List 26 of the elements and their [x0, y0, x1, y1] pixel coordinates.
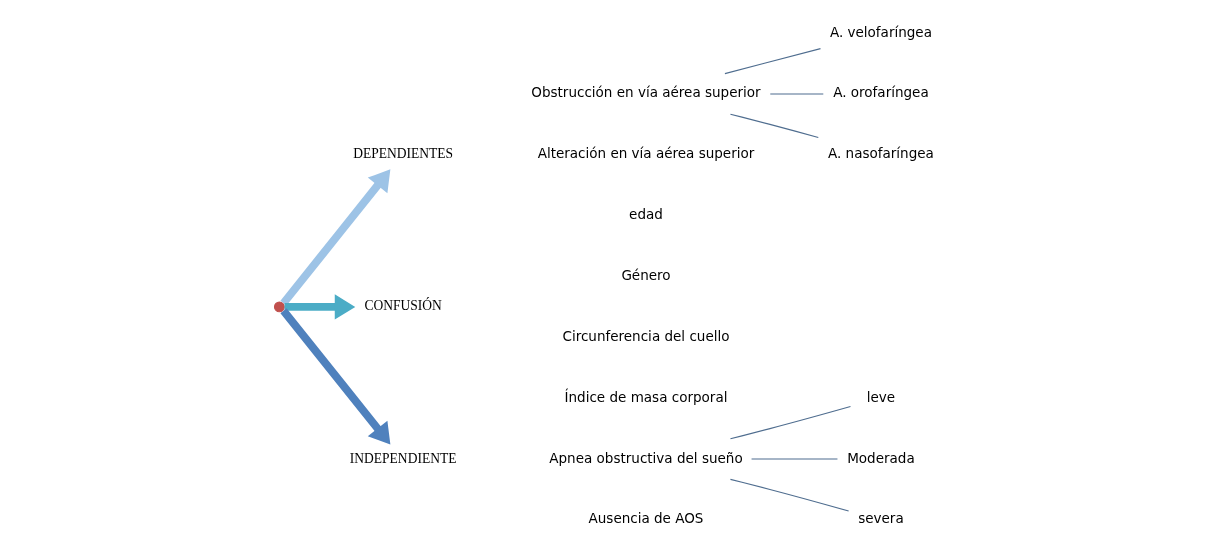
node-text: Moderada	[847, 449, 915, 466]
label: Circunferencia del cuello	[562, 327, 730, 344]
node-text: severa	[858, 510, 904, 527]
node-text: INDEPENDIENTE	[349, 450, 457, 466]
label: Índice de masa corporal	[564, 388, 728, 405]
connector	[729, 406, 852, 440]
label: Ausencia de AOS	[588, 510, 704, 527]
connector	[729, 113, 819, 138]
node-text: A. velofaríngea	[829, 23, 932, 40]
node-text: Apnea obstructiva del sueño	[549, 449, 743, 466]
node-text: CONFUSIÓN	[364, 298, 442, 314]
arrow	[284, 294, 356, 320]
label: edad	[629, 206, 663, 223]
arrow	[280, 308, 391, 445]
connector	[724, 48, 822, 75]
arrow	[280, 169, 391, 306]
node-text: A. nasofaríngea	[828, 145, 934, 162]
node-text: leve	[866, 388, 896, 405]
connector	[769, 93, 824, 95]
label: Alteración en vía aérea superior	[537, 145, 755, 162]
node-text: DEPENDIENTES	[353, 146, 454, 162]
label: Género	[621, 266, 671, 283]
connector	[729, 478, 850, 512]
connector	[751, 458, 838, 460]
node-text: A. orofaríngea	[833, 84, 929, 101]
node-text: Obstrucción en vía aérea superior	[531, 84, 761, 101]
